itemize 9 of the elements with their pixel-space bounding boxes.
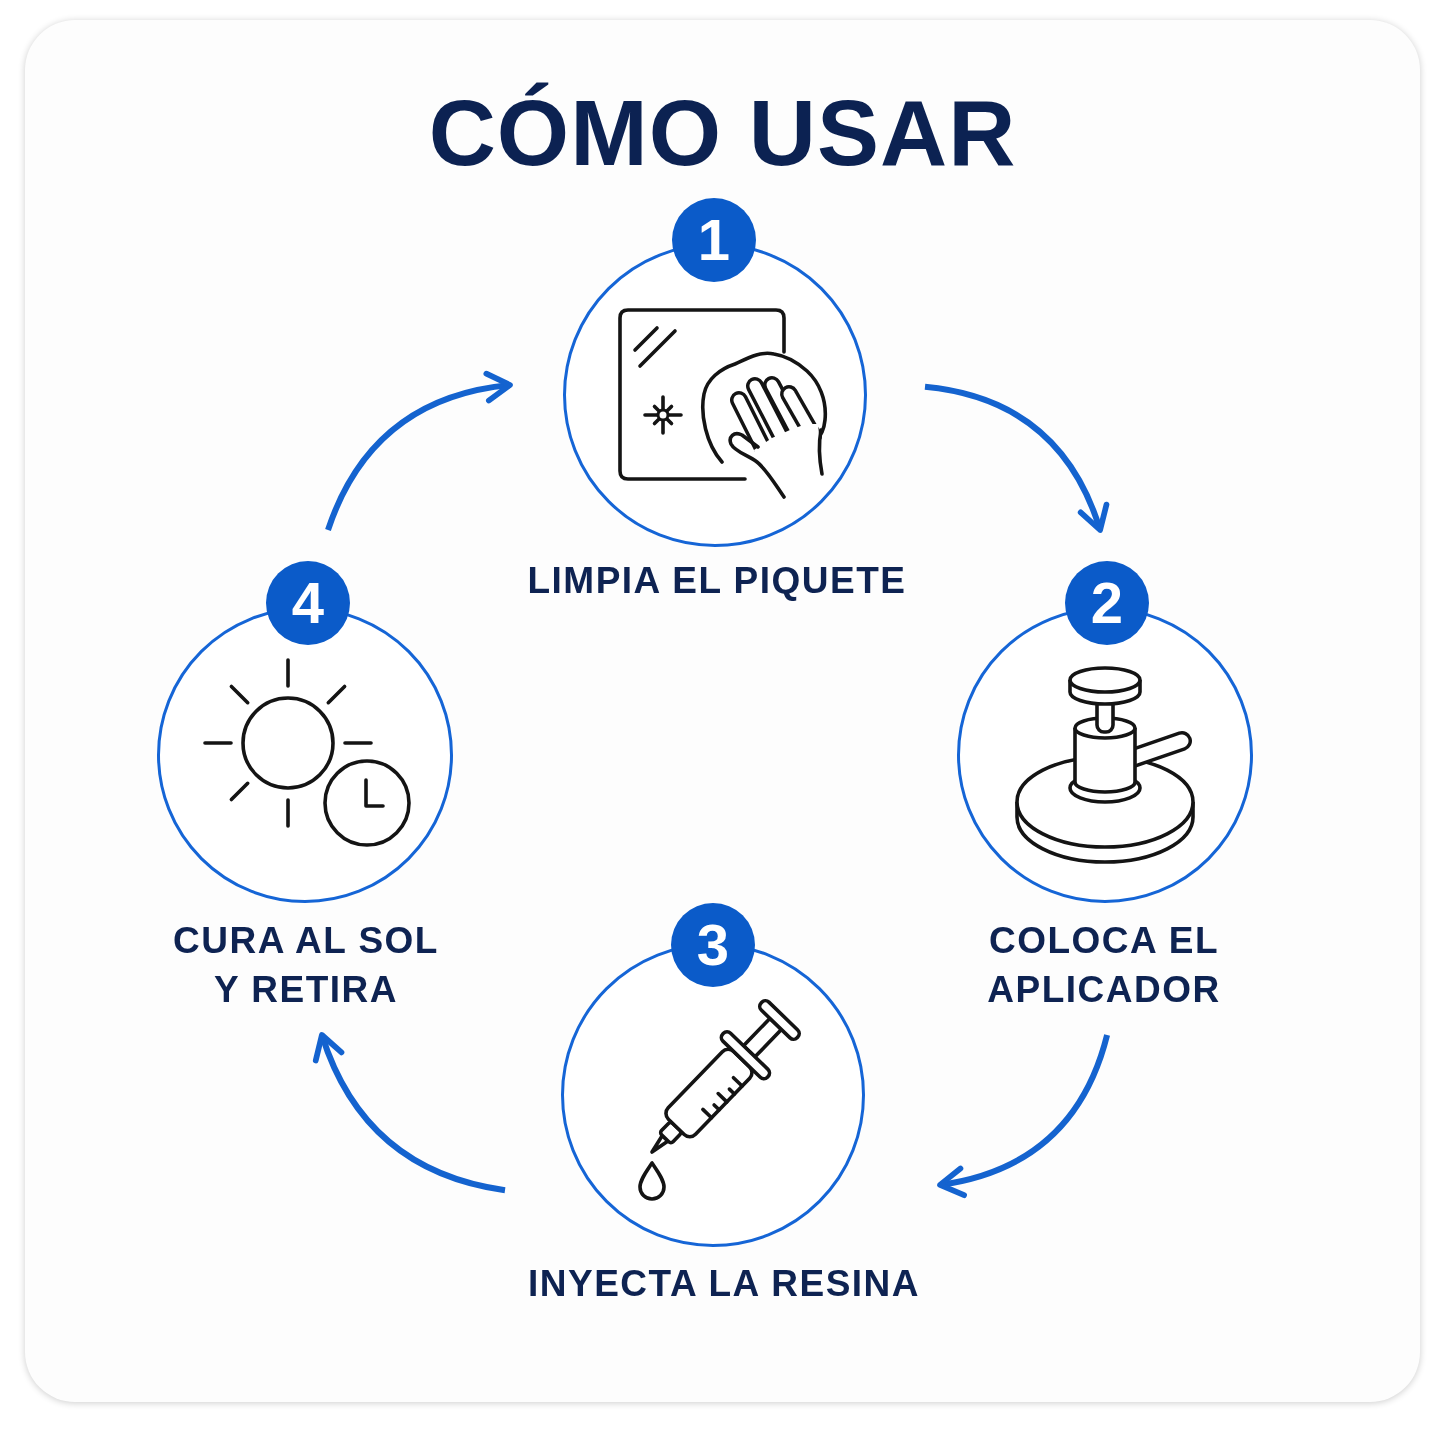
title: CÓMO USAR <box>428 80 1017 187</box>
step-label: INYECTA LA RESINA <box>527 1262 921 1306</box>
arrow <box>325 371 513 532</box>
arrow <box>937 1034 1110 1198</box>
step-label: COLOCA EL APLICADOR <box>986 919 1222 1012</box>
arrow <box>313 1032 506 1194</box>
step-label: CURA AL SOL Y RETIRA <box>172 919 440 1012</box>
step-label: LIMPIA EL PIQUETE <box>527 559 907 603</box>
arrow <box>924 383 1109 533</box>
